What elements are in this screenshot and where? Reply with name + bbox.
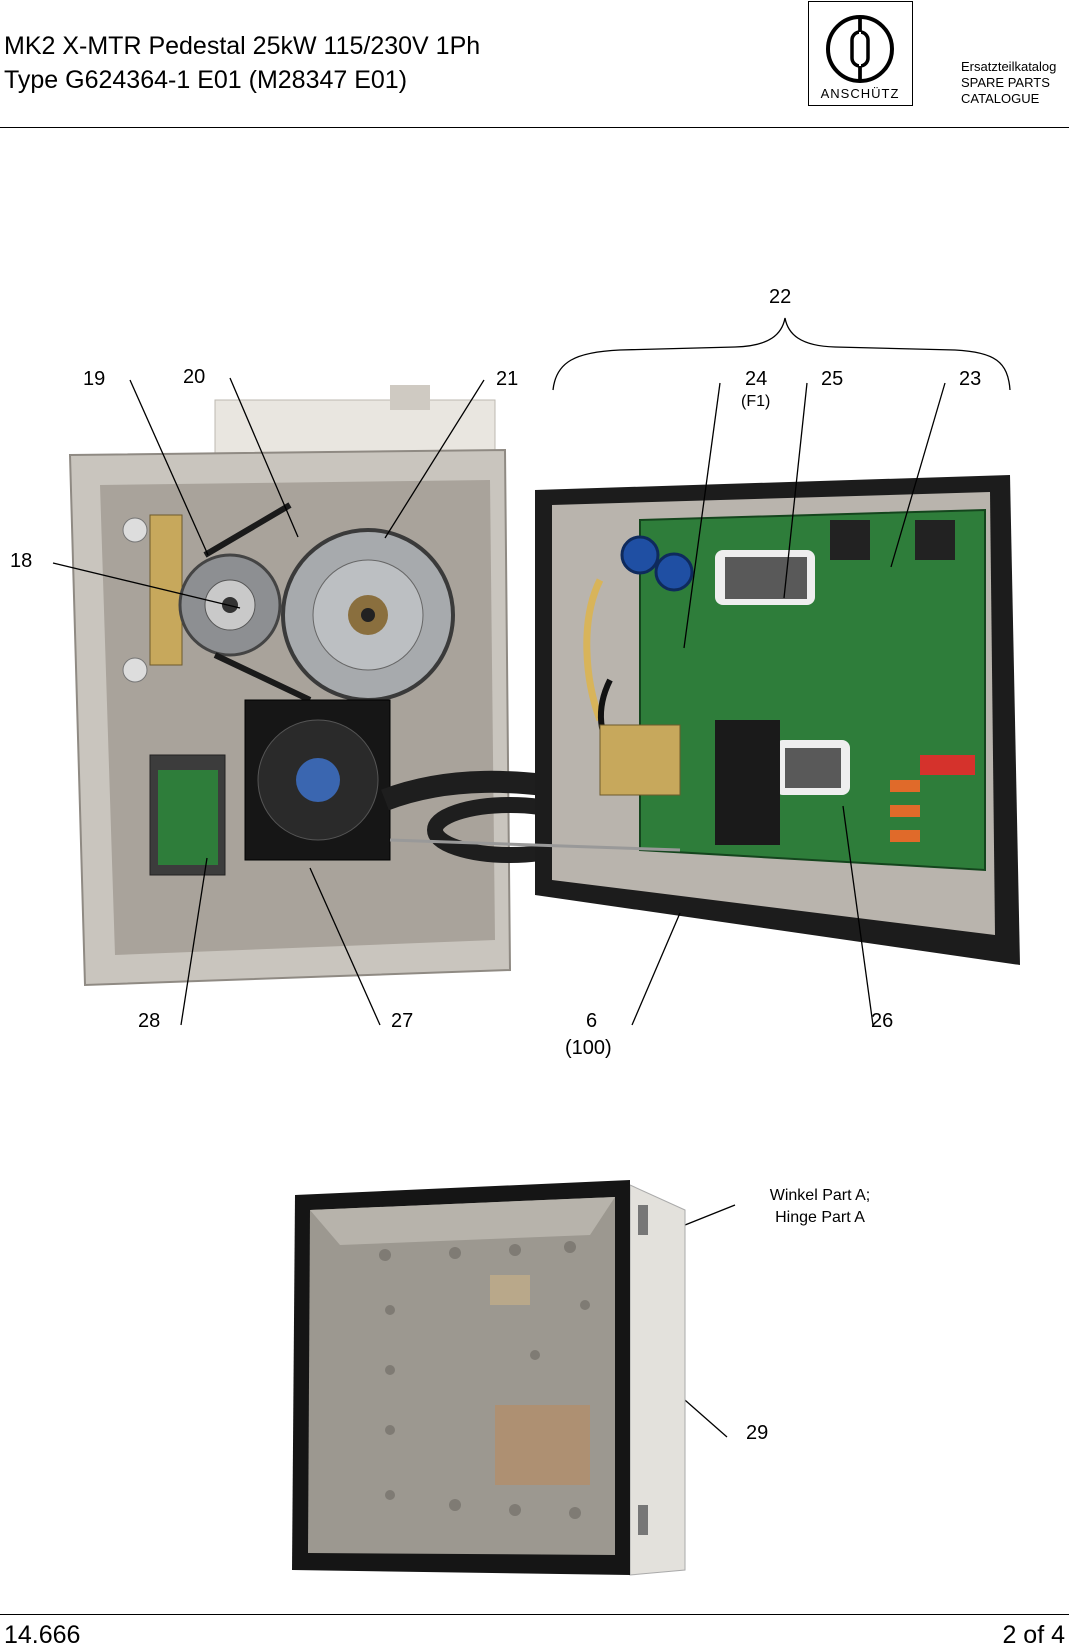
hinge-callout-line2: Hinge Part A	[775, 1209, 865, 1226]
pedestal-housing-photo	[292, 1180, 686, 1576]
footer-divider	[0, 1614, 1069, 1615]
anschutz-logo: ANSCHÜTZ	[808, 1, 913, 106]
callout-25: 25	[821, 368, 844, 390]
callout-26: 26	[871, 1010, 894, 1032]
catalog-label-en2: CATALOGUE	[961, 91, 1040, 106]
callout-6-sub: (100)	[565, 1037, 612, 1059]
callout-6: 6	[586, 1010, 598, 1032]
logo-wordmark: ANSCHÜTZ	[820, 86, 900, 101]
callout-24: 24	[745, 368, 768, 390]
pedestal-open-photo	[68, 385, 1020, 987]
anschutz-emblem-icon	[826, 15, 894, 83]
callout-28: 28	[138, 1010, 161, 1032]
callout-18: 18	[10, 550, 33, 572]
callout-20: 20	[183, 366, 206, 388]
catalog-label-en1: SPARE PARTS	[961, 75, 1050, 90]
callout-23: 23	[959, 368, 982, 390]
document-title-line1: MK2 X-MTR Pedestal 25kW 115/230V 1Ph	[4, 32, 481, 60]
header-divider	[0, 127, 1069, 128]
callout-19: 19	[83, 368, 106, 390]
callout-22: 22	[769, 286, 792, 308]
document-title-line2: Type G624364-1 E01 (M28347 E01)	[4, 66, 408, 94]
page-indicator: 2 of 4	[1002, 1621, 1065, 1649]
catalog-label-de: Ersatzteilkatalog	[961, 59, 1057, 74]
hinge-callout-label: Winkel Part A; Hinge Part A	[740, 1185, 900, 1229]
hinge-callout-line1: Winkel Part A;	[769, 1187, 871, 1204]
callout-29: 29	[746, 1422, 769, 1444]
document-number: 14.666	[4, 1621, 81, 1649]
callout-24-sub: (F1)	[741, 393, 771, 410]
catalog-label: Ersatzteilkatalog SPARE PARTS CATALOGUE	[961, 59, 1056, 107]
callout-21: 21	[496, 368, 519, 390]
callout-27: 27	[391, 1010, 414, 1032]
